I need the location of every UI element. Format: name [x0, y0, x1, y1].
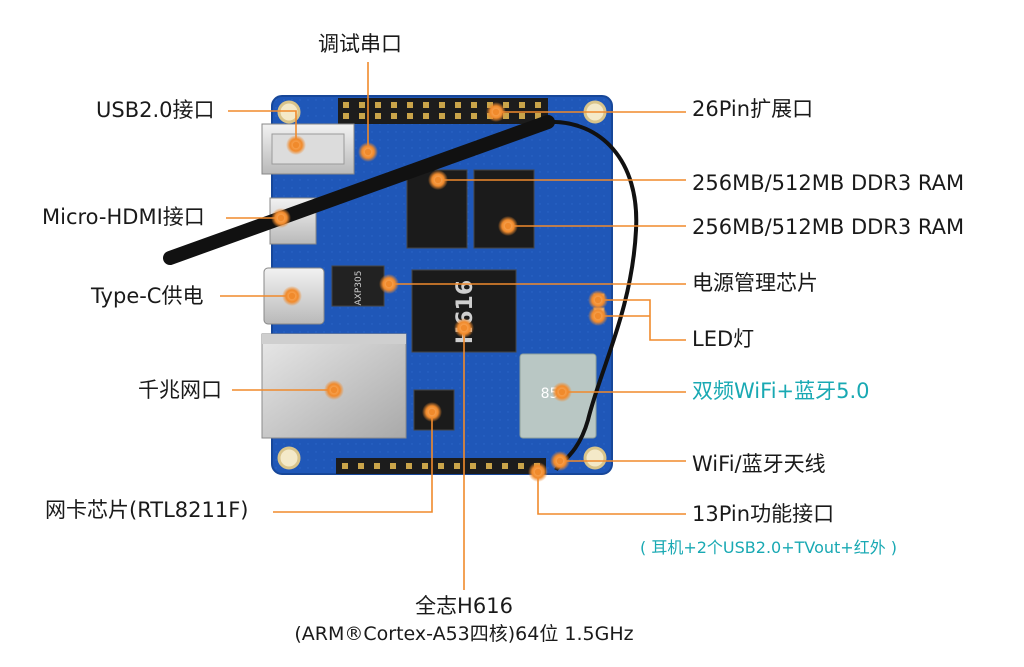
label-gigabit: 千兆网口 — [138, 378, 222, 402]
dot-debug-serial-core — [364, 148, 372, 156]
header-pin — [455, 102, 461, 108]
dot-ram2-core — [504, 222, 512, 230]
dot-wifi-bt-core — [558, 388, 566, 396]
header-pin — [438, 463, 444, 469]
label-usb2: USB2.0接口 — [96, 98, 215, 122]
label-13pin: 13Pin功能接口 — [692, 502, 835, 526]
header-pin — [503, 102, 509, 108]
header-pin — [374, 463, 380, 469]
header-pin — [439, 113, 445, 119]
header-pin — [407, 113, 413, 119]
header-pin — [406, 463, 412, 469]
dot-led-2-core — [594, 312, 602, 320]
dot-nic-core — [428, 408, 436, 416]
label-26pin: 26Pin扩展口 — [692, 97, 814, 121]
label-nic-chip: 网卡芯片(RTL8211F) — [45, 498, 249, 522]
dot-led-core — [594, 296, 602, 304]
label-ram-2: 256MB/512MB DDR3 RAM — [692, 215, 965, 239]
dot-usb2-core — [292, 141, 300, 149]
13pin-header — [336, 458, 546, 474]
header-pin — [535, 113, 541, 119]
dot-antenna-core — [556, 457, 564, 465]
dot-ram1-core — [434, 176, 442, 184]
header-pin — [423, 102, 429, 108]
leader-led — [600, 299, 686, 341]
label-ram-1: 256MB/512MB DDR3 RAM — [692, 171, 965, 195]
header-pin — [519, 113, 525, 119]
usb-port — [261, 123, 355, 175]
header-pin — [391, 102, 397, 108]
header-pin — [502, 463, 508, 469]
header-pin — [455, 113, 461, 119]
header-pin — [454, 463, 460, 469]
dot-pmic-core — [385, 280, 393, 288]
label-wifi-bt: 双频WiFi+蓝牙5.0 — [692, 379, 870, 403]
26pin-header — [338, 98, 548, 124]
leader-usb2 — [228, 110, 297, 143]
label-led: LED灯 — [692, 327, 755, 351]
label-debug-serial: 调试串口 — [318, 32, 402, 56]
header-pin — [358, 463, 364, 469]
dot-26pin-core — [492, 108, 500, 116]
antenna — [163, 115, 639, 472]
header-pin — [391, 113, 397, 119]
label-micro-hdmi: Micro-HDMI接口 — [42, 205, 205, 229]
header-pin — [486, 463, 492, 469]
header-pin — [375, 102, 381, 108]
header-pin — [359, 113, 365, 119]
label-13pin-sub: ( 耳机+2个USB2.0+TVout+红外 ) — [640, 538, 898, 557]
pmic-chip: AXP305 — [331, 265, 385, 307]
header-pin — [343, 102, 349, 108]
label-pmic: 电源管理芯片 — [692, 271, 818, 295]
header-pin — [407, 102, 413, 108]
leader-lines — [220, 62, 686, 590]
pmic-marking: AXP305 — [354, 271, 364, 306]
callout-dots — [271, 102, 608, 482]
header-pin — [470, 463, 476, 469]
header-pin — [422, 463, 428, 469]
header-pin — [375, 113, 381, 119]
header-pin — [535, 102, 541, 108]
header-pin — [518, 463, 524, 469]
label-antenna: WiFi/蓝牙天线 — [692, 452, 826, 476]
header-pin — [503, 113, 509, 119]
dot-soc-core — [460, 324, 468, 332]
dot-13pin-core — [534, 468, 542, 476]
header-pin — [471, 102, 477, 108]
label-soc-name: 全志H616 — [415, 594, 513, 618]
label-soc-desc: (ARM®Cortex-A53四核)64位 1.5GHz — [294, 623, 634, 645]
header-pin — [439, 102, 445, 108]
header-pin — [519, 102, 525, 108]
dot-gigabit-core — [330, 386, 338, 394]
leader-13pin — [537, 474, 686, 515]
header-pin — [390, 463, 396, 469]
dot-micro-hdmi-core — [277, 214, 285, 222]
header-pin — [342, 463, 348, 469]
leader-nic — [273, 414, 433, 513]
label-typec-power: Type-C供电 — [91, 284, 204, 308]
header-pin — [359, 102, 365, 108]
dot-typec-core — [288, 292, 296, 300]
header-pin — [343, 113, 349, 119]
header-pin — [471, 113, 477, 119]
header-pin — [423, 113, 429, 119]
